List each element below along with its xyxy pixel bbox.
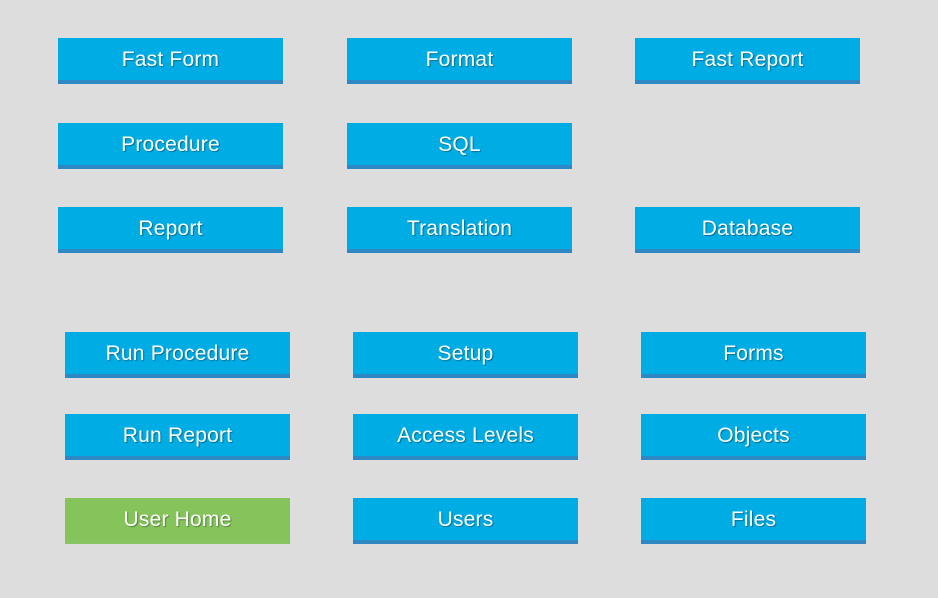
button-label: Objects: [717, 423, 790, 447]
button-fast-form[interactable]: Fast Form: [58, 38, 283, 84]
button-label: Files: [730, 507, 777, 531]
button-label: Database: [701, 216, 794, 240]
button-user-home[interactable]: User Home: [65, 498, 290, 544]
button-label: Forms: [723, 341, 784, 365]
button-format[interactable]: Format: [347, 38, 572, 84]
button-files[interactable]: Files: [641, 498, 866, 544]
button-label: SQL: [438, 132, 481, 156]
button-setup[interactable]: Setup: [353, 332, 578, 378]
button-label: Report: [138, 216, 203, 240]
button-forms[interactable]: Forms: [641, 332, 866, 378]
button-label: Setup: [437, 341, 494, 365]
button-label: Run Report: [122, 423, 233, 447]
button-sql[interactable]: SQL: [347, 123, 572, 169]
button-run-procedure[interactable]: Run Procedure: [65, 332, 290, 378]
button-label: Run Procedure: [105, 341, 250, 365]
button-fast-report[interactable]: Fast Report: [635, 38, 860, 84]
button-label: Format: [425, 47, 494, 71]
button-label: Users: [437, 507, 494, 531]
button-run-report[interactable]: Run Report: [65, 414, 290, 460]
button-label: Procedure: [121, 132, 220, 156]
button-access-levels[interactable]: Access Levels: [353, 414, 578, 460]
button-users[interactable]: Users: [353, 498, 578, 544]
button-label: Translation: [406, 216, 513, 240]
button-label: Fast Form: [121, 47, 220, 71]
button-objects[interactable]: Objects: [641, 414, 866, 460]
button-label: Access Levels: [397, 423, 534, 447]
button-database[interactable]: Database: [635, 207, 860, 253]
button-translation[interactable]: Translation: [347, 207, 572, 253]
button-report[interactable]: Report: [58, 207, 283, 253]
button-label: User Home: [123, 507, 232, 531]
button-procedure[interactable]: Procedure: [58, 123, 283, 169]
button-label: Fast Report: [691, 47, 804, 71]
